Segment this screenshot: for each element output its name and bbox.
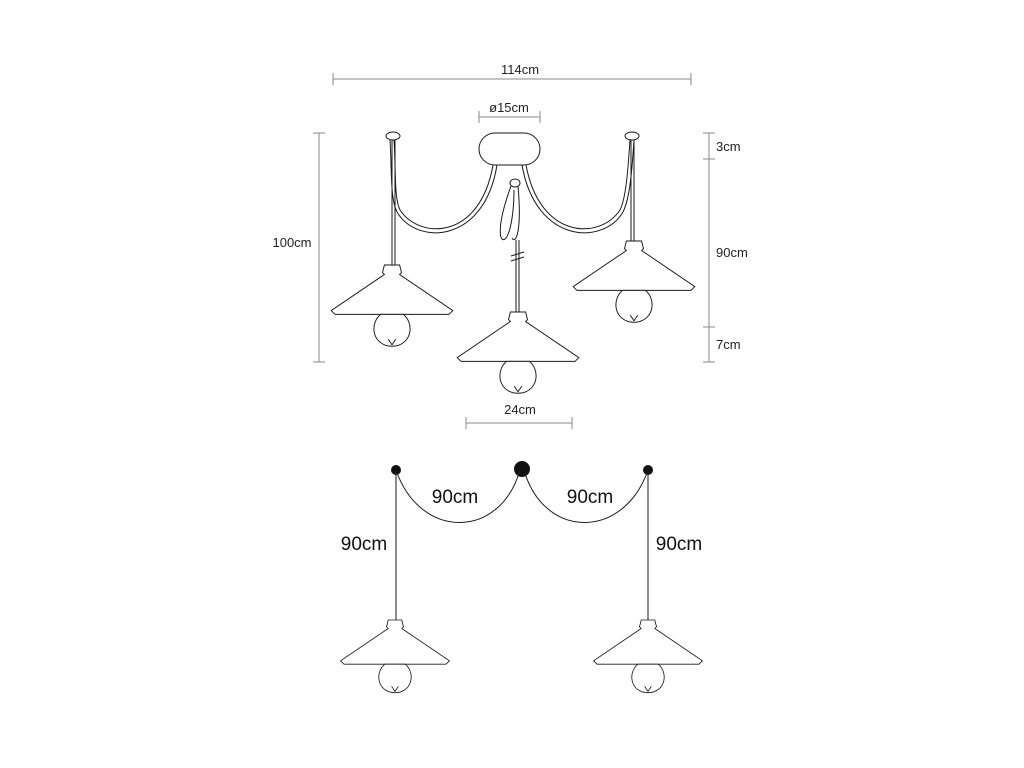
dimension-right-stack: 3cm 90cm 7cm [703, 132, 748, 363]
left-swag-cord-2 [389, 139, 498, 234]
cord-break-mark [510, 251, 525, 262]
left-arc-label: 90cm [432, 487, 478, 508]
dimension-shade-24: 24cm [465, 402, 573, 429]
canopy-label: ø15cm [489, 100, 529, 115]
shade-height-label: 7cm [716, 337, 741, 352]
left-swag-cord [393, 139, 494, 230]
left-arc-cord [395, 469, 521, 523]
ceiling-canopy [478, 132, 541, 166]
center-cord-clip [509, 178, 521, 188]
left-drop-label: 90cm [341, 534, 387, 555]
center-anchor-point [514, 461, 530, 477]
right-drop-label: 90cm [656, 534, 702, 555]
left-pendant-lamp [330, 264, 454, 347]
right-ceiling-hook [624, 131, 640, 141]
height-label: 100cm [272, 235, 311, 250]
cord-length-label: 90cm [716, 245, 748, 260]
dimension-width-114: 114cm [332, 62, 692, 85]
right-arc-label: 90cm [567, 487, 613, 508]
width-label: 114cm [501, 62, 539, 77]
bottom-view: 90cm 90cm 90cm 90cm [340, 461, 703, 694]
dimension-height-100: 100cm [272, 132, 325, 363]
right-swag-cord [525, 139, 631, 230]
left-ceiling-hook [385, 131, 401, 141]
center-loop-cord [499, 185, 515, 241]
shade-width-label: 24cm [504, 402, 536, 417]
dimension-canopy-15: ø15cm [478, 100, 541, 123]
center-pendant-lamp [456, 311, 580, 394]
bottom-right-pendant-lamp [593, 619, 703, 694]
bottom-left-pendant-lamp [340, 619, 450, 694]
right-pendant-lamp [572, 240, 696, 323]
canopy-height-label: 3cm [716, 139, 741, 154]
top-view: 114cm ø15cm 100cm 3cm 90cm 7cm [272, 62, 748, 429]
center-loop-cord-2 [511, 185, 520, 241]
right-arc-cord [523, 469, 649, 523]
